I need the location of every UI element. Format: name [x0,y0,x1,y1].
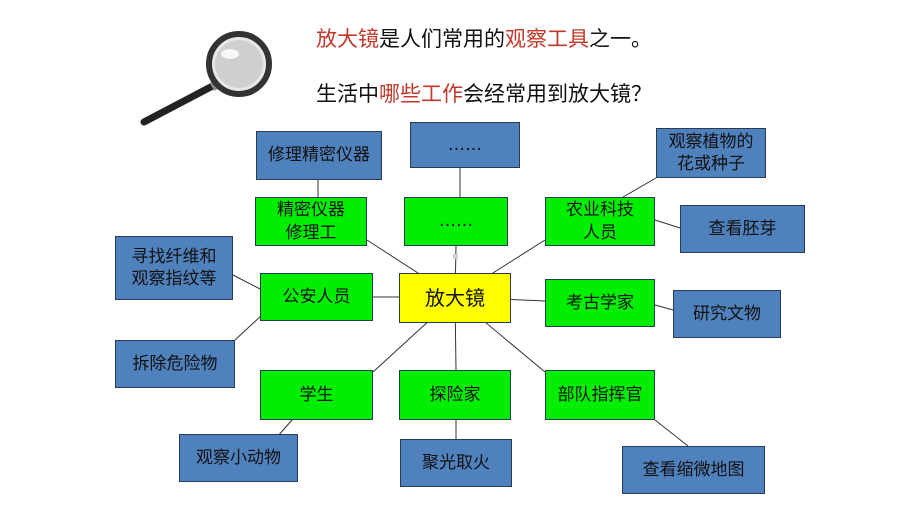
use-remove-danger: 拆除危险物 [115,340,235,388]
decorative-dot [453,254,458,259]
title-line-1: 放大镜是人们常用的观察工具之一。 [316,23,652,53]
title-line-2: 生活中哪些工作会经常用到放大镜？ [316,78,652,108]
use-study-relics: 研究文物 [673,290,781,338]
title-text: 是人们常用的 [379,27,505,51]
role-explorer: 探险家 [399,370,511,420]
question-highlight: 哪些工作 [379,82,463,106]
role-student: 学生 [260,370,373,420]
magnifying-glass-icon [140,31,272,126]
use-focus-light-fire: 聚光取火 [400,439,512,487]
role-commander: 部队指挥官 [545,370,655,420]
use-ellipsis: …… [410,122,520,168]
role-ellipsis: …… [404,197,508,246]
title-highlight-magnifier: 放大镜 [316,27,379,51]
role-agricultural-technician: 农业科技 人员 [545,197,655,246]
use-repair-instruments: 修理精密仪器 [256,131,382,180]
role-archaeologist: 考古学家 [545,279,655,327]
use-check-germ: 查看胚芽 [680,205,805,253]
center-node-magnifier: 放大镜 [399,273,511,323]
question-text-end: 会经常用到放大镜？ [463,82,652,106]
question-text: 生活中 [316,82,379,106]
title-text-end: 之一。 [589,27,652,51]
use-observe-plants: 观察植物的 花或种子 [656,128,766,178]
use-view-microfilm-map: 查看缩微地图 [622,446,765,494]
role-precision-instrument-repairer: 精密仪器 修理工 [255,197,367,246]
use-observe-animals: 观察小动物 [179,434,298,482]
title-highlight-tool: 观察工具 [505,27,589,51]
use-fibers-fingerprints: 寻找纤维和 观察指纹等 [115,236,233,300]
role-police: 公安人员 [260,273,373,321]
